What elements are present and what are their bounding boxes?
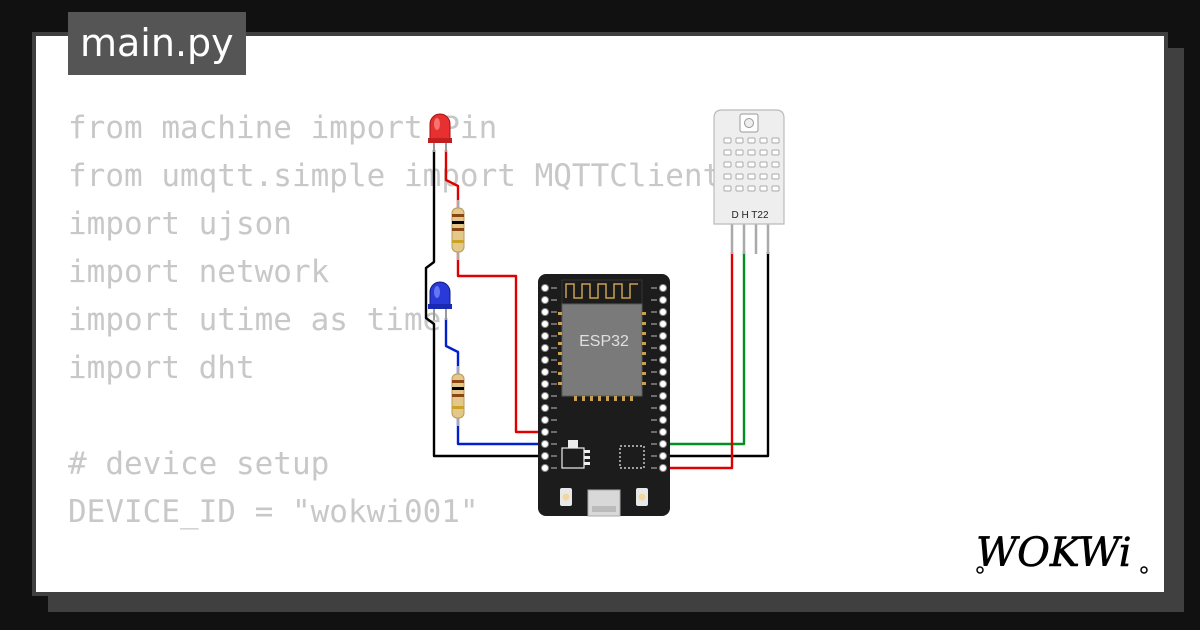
wire-red-led-board xyxy=(456,252,538,434)
resistor-icon[interactable] xyxy=(451,366,465,426)
wire-blue-led xyxy=(444,318,460,374)
wire-red-led xyxy=(444,150,460,208)
wires xyxy=(424,150,770,470)
wire-dht-black xyxy=(666,252,770,458)
blue-led-icon[interactable] xyxy=(428,281,452,320)
dht22-sensor-icon[interactable]: D H T22 xyxy=(713,109,785,254)
code-line: import utime as time xyxy=(68,302,442,338)
wire-black-gnd xyxy=(424,150,538,458)
file-tab[interactable]: main.py xyxy=(68,12,246,75)
code-preview: from machine import Pin from umqtt.simple… xyxy=(68,104,722,592)
code-line: from machine import Pin xyxy=(68,110,498,146)
red-led-icon[interactable] xyxy=(428,113,452,152)
sensor-label: D H T22 xyxy=(731,210,768,221)
wire-dht-red xyxy=(666,252,734,470)
code-line: # WiFi setup xyxy=(68,584,721,592)
wire-dht-green xyxy=(666,252,746,446)
resistor-icon[interactable] xyxy=(451,200,465,260)
code-line: import dht xyxy=(68,350,255,386)
code-line: import network xyxy=(68,254,330,290)
wire-blue-led-board xyxy=(456,418,538,446)
board-label: ESP32 xyxy=(579,333,629,350)
esp32-board-icon[interactable]: ESP32 xyxy=(538,274,670,517)
code-line: import ujson xyxy=(68,206,292,242)
logo-text: WOKWi xyxy=(976,530,1132,576)
code-line: # device setup xyxy=(68,446,330,482)
code-line: from umqtt.simple import MQTTClient xyxy=(68,158,722,194)
wokwi-logo-icon: WOKWi xyxy=(976,530,1148,576)
code-line: DEVICE_ID = "wokwi001" xyxy=(68,494,479,530)
